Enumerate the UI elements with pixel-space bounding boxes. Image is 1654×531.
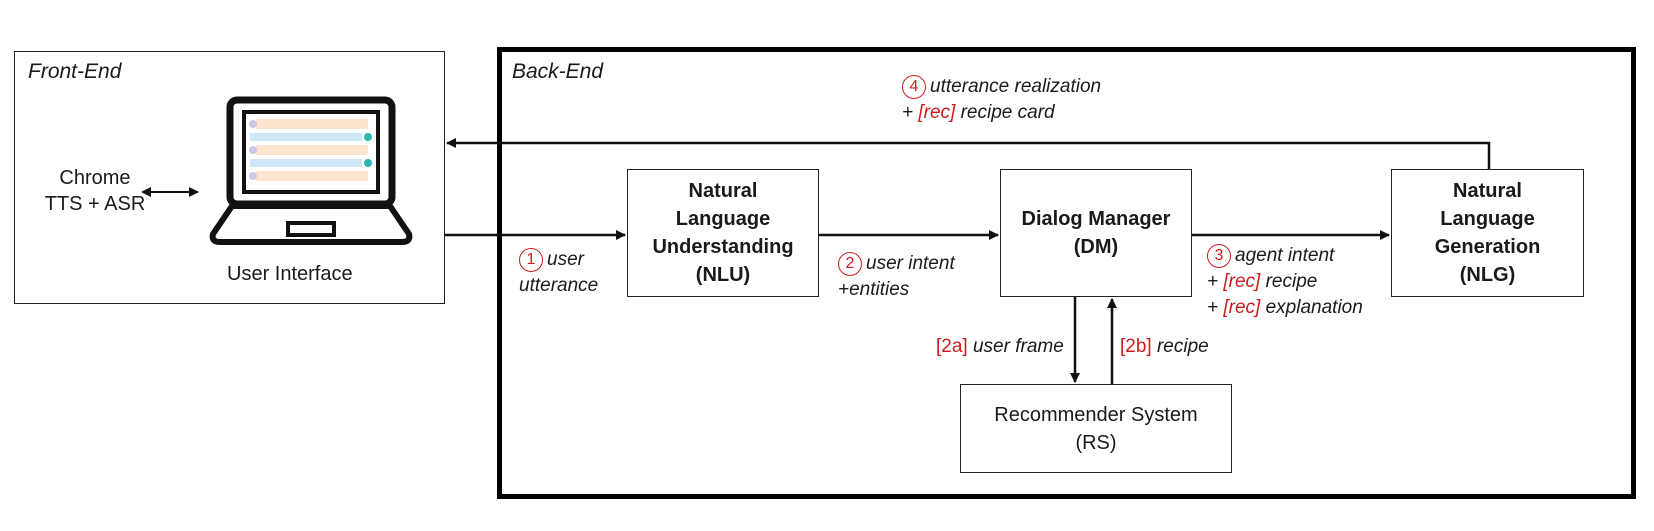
dm-box: Dialog Manager (DM) — [1000, 169, 1192, 297]
nlu-box: Natural Language Understanding (NLU) — [627, 169, 819, 297]
step-4-marker: 4 — [902, 75, 926, 99]
backend-title: Back-End — [512, 60, 604, 83]
edge-3-line1: agent intent — [1235, 245, 1335, 266]
dm-line-2: (DM) — [1073, 236, 1119, 258]
step-2-marker: 2 — [838, 252, 862, 276]
nlg-line-3: Generation — [1434, 236, 1541, 258]
rec-tag: [rec] — [1223, 271, 1261, 292]
edge-2b-tag: [2b] — [1120, 336, 1152, 357]
edge-2a-label: [2a] user frame — [936, 334, 1064, 360]
edge-3-line3-text: explanation — [1260, 297, 1363, 318]
edge-1-line2: utterance — [519, 275, 599, 296]
nlu-line-3: Understanding — [652, 236, 794, 258]
nlg-line-1: Natural — [1453, 180, 1522, 202]
nlu-line-2: Language — [675, 208, 771, 230]
edge-2b-label: [2b] recipe — [1120, 334, 1209, 360]
user-interface-label: User Interface — [227, 263, 353, 285]
arrow-nlg-to-ui — [446, 138, 1491, 169]
nlu-line-1: Natural — [688, 180, 758, 202]
nlg-box: Natural Language Generation (NLG) — [1391, 169, 1584, 297]
edge-2-line2: +entities — [838, 279, 910, 300]
nlg-line-2: Language — [1440, 208, 1535, 230]
edge-1-line1: user — [547, 249, 584, 270]
rs-line-1: Recommender System — [994, 403, 1198, 426]
edge-2b-text: recipe — [1151, 336, 1209, 357]
rec-tag: [rec] — [1223, 297, 1261, 318]
edge-4-line1: utterance realization — [930, 76, 1102, 97]
nlg-line-4: (NLG) — [1459, 264, 1516, 286]
dm-line-1: Dialog Manager — [1021, 208, 1171, 230]
edge-4-line2-text: recipe card — [955, 102, 1055, 123]
laptop-icon — [209, 96, 413, 245]
rs-box: Recommender System (RS) — [960, 384, 1232, 473]
chrome-tts-asr-label: Chrome TTS + ASR — [40, 165, 150, 217]
chrome-label: Chrome — [59, 167, 131, 189]
rec-tag: [rec] — [918, 102, 956, 123]
nlu-line-4: (NLU) — [695, 264, 751, 286]
rs-line-2: (RS) — [1075, 431, 1117, 454]
step-1-marker: 1 — [519, 248, 543, 272]
tts-asr-label: TTS + ASR — [44, 193, 146, 215]
frontend-title: Front-End — [28, 60, 122, 83]
step-3-marker: 3 — [1207, 244, 1231, 268]
edge-2-line1: user intent — [866, 253, 955, 274]
edge-3-line2-prefix: + — [1207, 271, 1224, 292]
edge-3-line2-text: recipe — [1260, 271, 1318, 292]
edge-2a-text: user frame — [967, 336, 1064, 357]
edge-3-line3-prefix: + — [1207, 297, 1224, 318]
edge-2a-tag: [2a] — [936, 336, 968, 357]
edge-4-line2-prefix: + — [902, 102, 919, 123]
